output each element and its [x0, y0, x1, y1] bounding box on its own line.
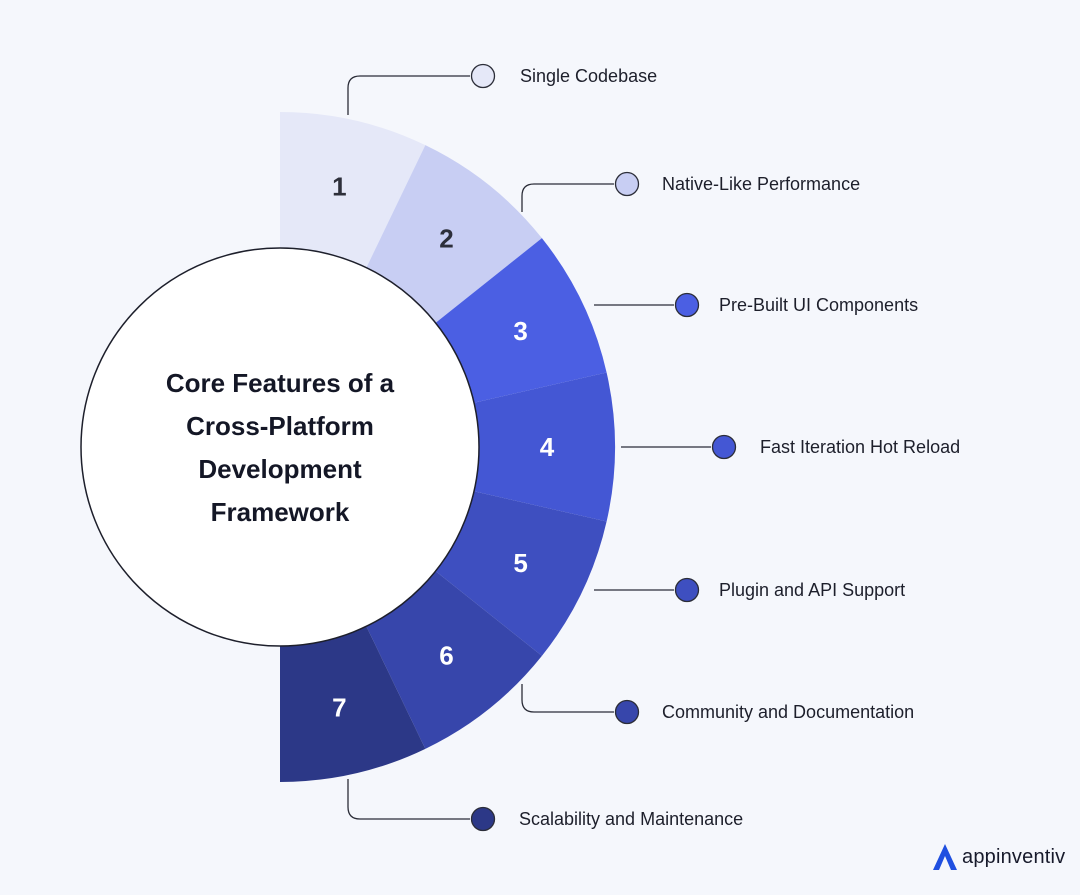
connector-line [521, 684, 614, 713]
feature-dot [470, 806, 496, 832]
center-circle [80, 247, 480, 647]
segment-number: 3 [513, 316, 527, 346]
center-title-line: Framework [210, 497, 350, 527]
feature-label: Scalability and Maintenance [519, 809, 743, 829]
brand-name: appinventiv [962, 845, 1066, 868]
segment-7 [280, 626, 426, 782]
segment-4 [474, 372, 615, 522]
feature-dot [614, 699, 640, 725]
feature-dot [470, 63, 496, 89]
feature-label: Single Codebase [520, 66, 657, 86]
feature-label: Community and Documentation [662, 702, 914, 722]
feature-label: Plugin and API Support [719, 580, 905, 600]
segment-6 [366, 571, 542, 749]
segment-1 [280, 112, 426, 268]
feature-label: Pre-Built UI Components [719, 295, 918, 315]
feature-dot [614, 171, 640, 197]
feature-label: Native-Like Performance [662, 174, 860, 194]
connector-line [347, 779, 470, 820]
segment-number: 4 [540, 432, 555, 462]
segment-number: 7 [332, 692, 346, 722]
brand-logo: appinventiv [932, 842, 1065, 872]
segment-number: 5 [513, 548, 527, 578]
center-title: Core Features of a Cross-Platform Develo… [120, 362, 440, 534]
segment-number: 2 [439, 223, 453, 253]
segment-5 [435, 491, 607, 656]
segment-3 [435, 238, 607, 403]
center-title-line: Cross-Platform [186, 411, 374, 441]
feature-dot [711, 434, 737, 460]
connector-line [347, 75, 470, 115]
connector-line [521, 183, 614, 212]
segment-number: 6 [439, 641, 453, 671]
feature-dot [674, 577, 700, 603]
feature-dot [674, 292, 700, 318]
center-title-line: Development [198, 454, 362, 484]
feature-label: Fast Iteration Hot Reload [760, 437, 960, 457]
center-title-line: Core Features of a [165, 368, 395, 398]
segment-2 [366, 145, 542, 323]
segment-number: 1 [332, 172, 346, 202]
appinventiv-logo-icon [933, 844, 957, 870]
